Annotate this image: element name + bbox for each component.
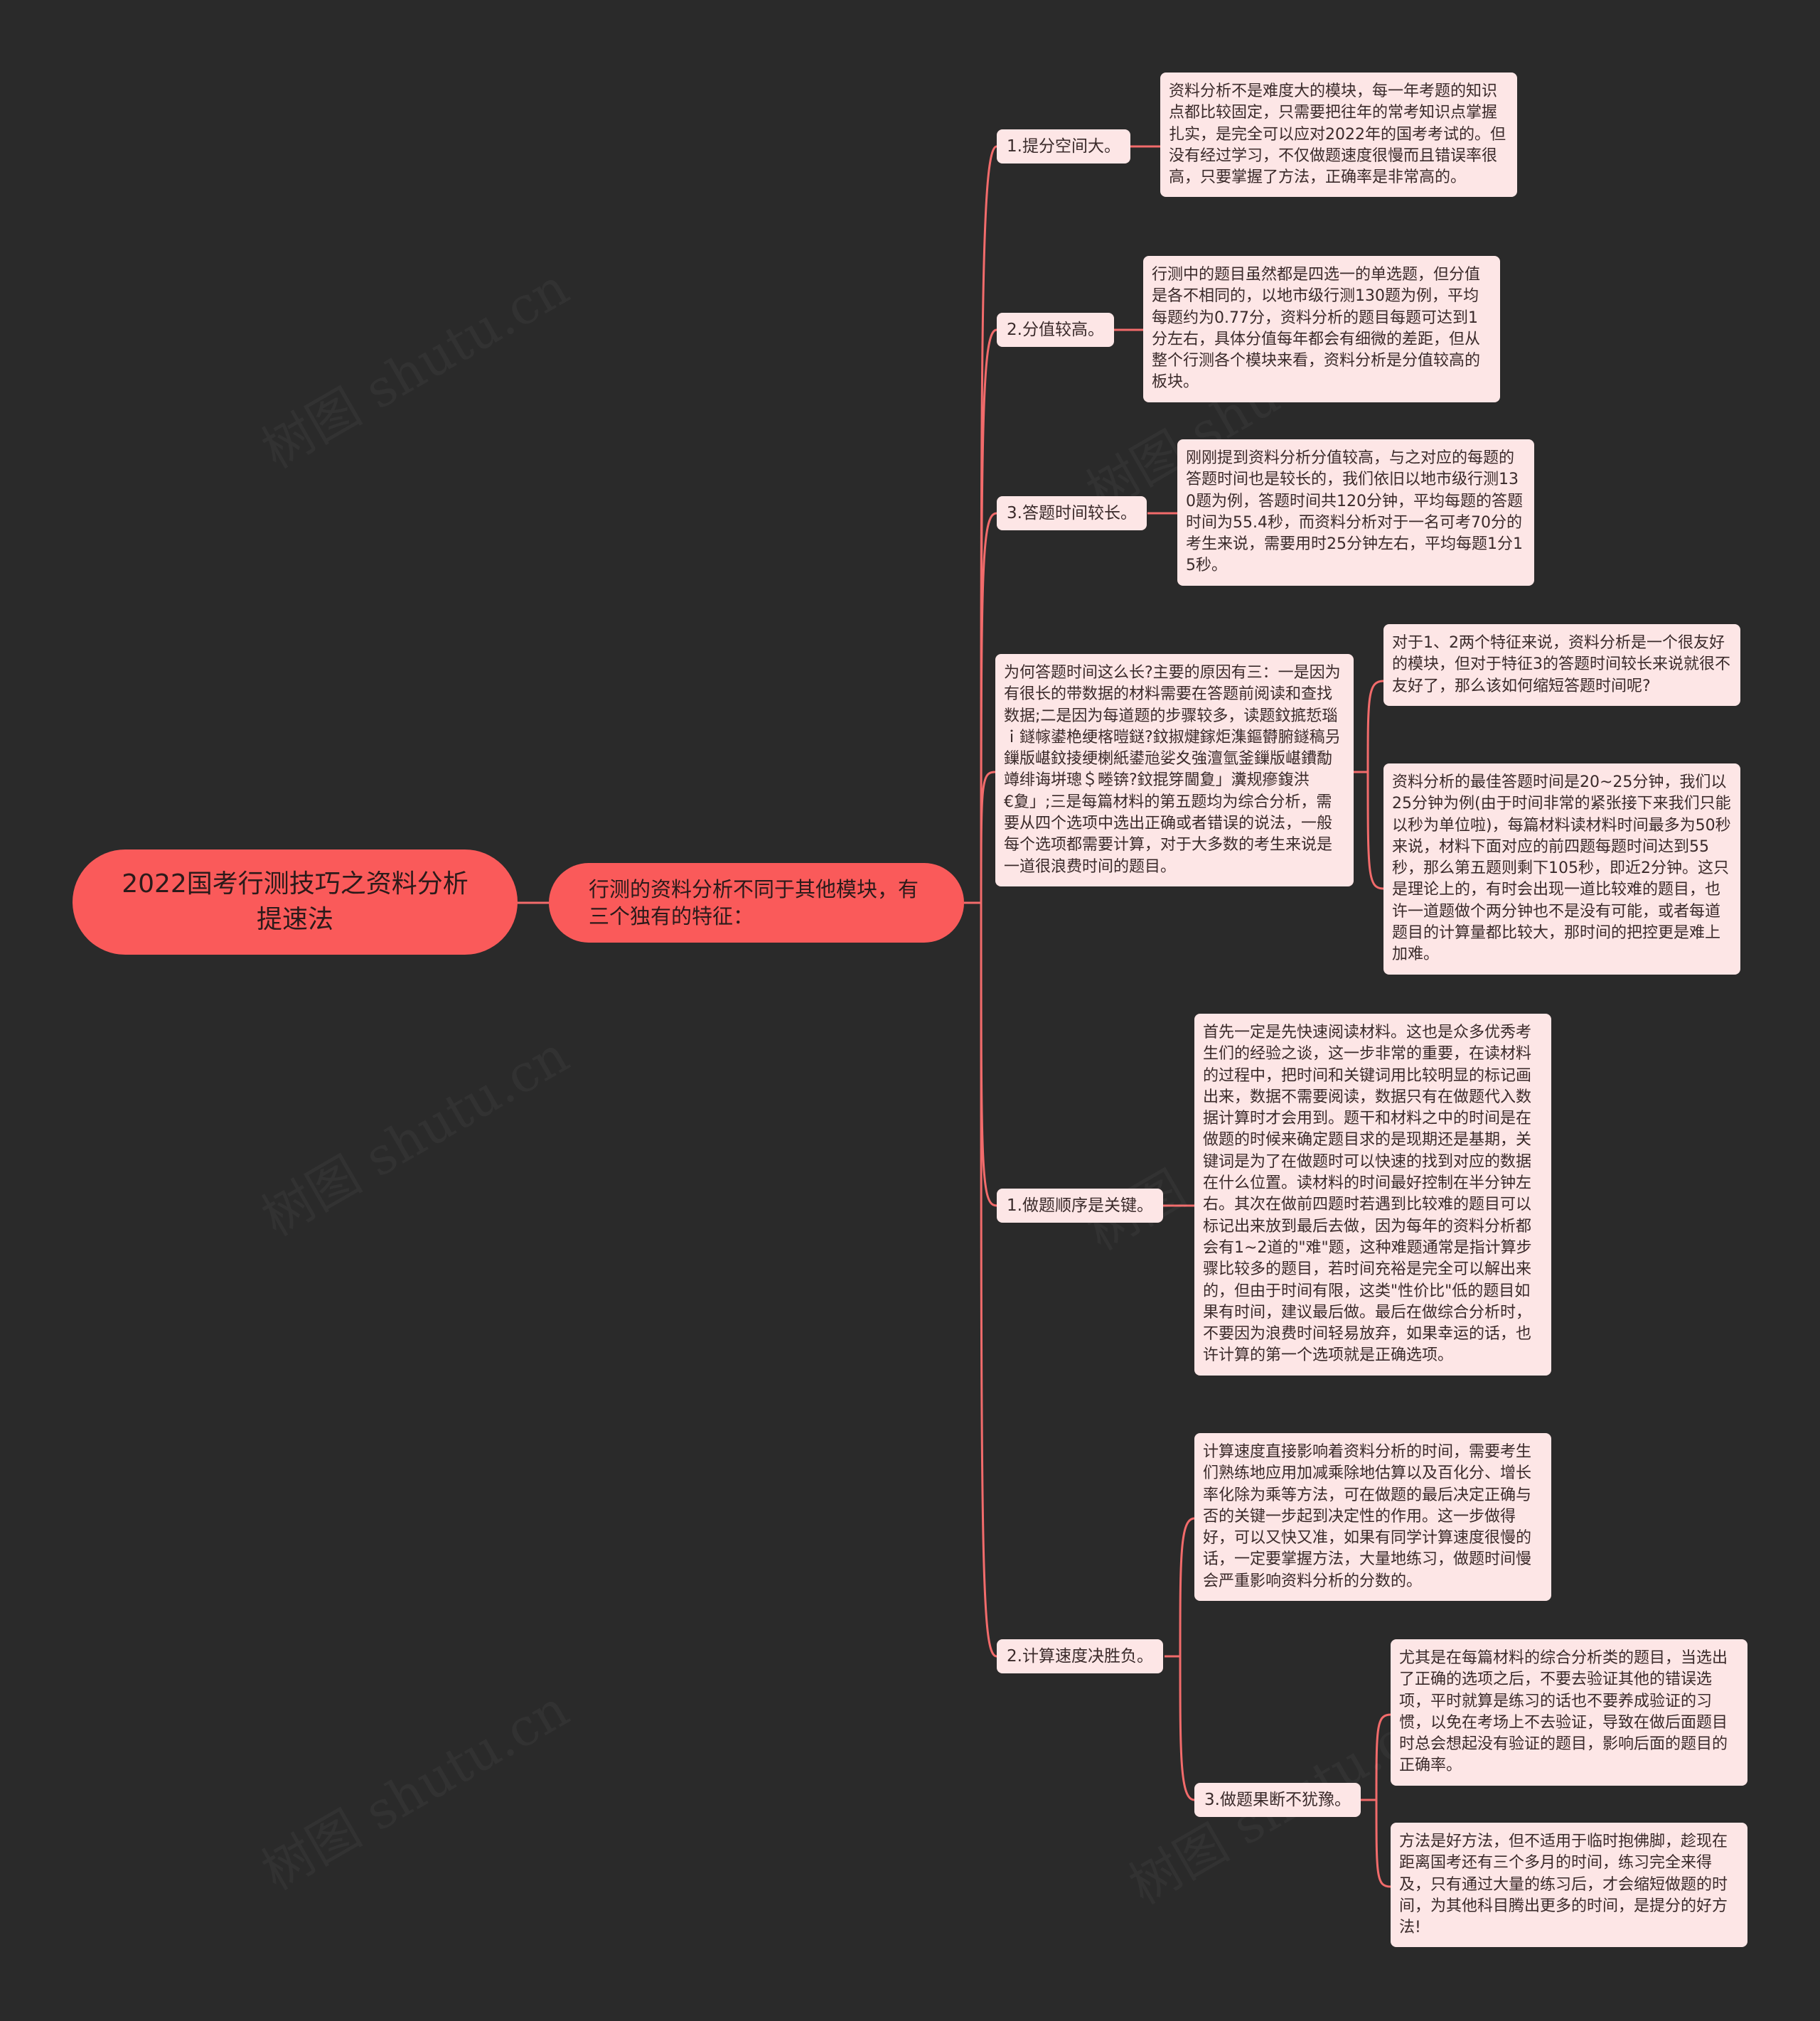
branch-why-long[interactable]: 为何答题时间这么长?主要的原因有三：一是因为有很长的带数据的材料需要在答题前阅读…: [995, 654, 1354, 886]
content-high-value[interactable]: 行测中的题目虽然都是四选一的单选题，但分值是各不相同的，以地市级行测130题为例…: [1143, 256, 1500, 402]
content-long-time[interactable]: 刚刚提到资料分析分值较高，与之对应的每题的答题时间也是较长的，我们依旧以地市级行…: [1177, 439, 1534, 586]
content-how-shorten[interactable]: 对于1、2两个特征来说，资料分析是一个很友好的模块，但对于特征3的答题时间较长来…: [1383, 624, 1740, 706]
content-order-key[interactable]: 首先一定是先快速阅读材料。这也是众多优秀考生们的经验之谈，这一步非常的重要，在读…: [1194, 1014, 1551, 1376]
branch-order-key[interactable]: 1.做题顺序是关键。: [997, 1189, 1163, 1223]
content-best-time[interactable]: 资料分析的最佳答题时间是20~25分钟，我们以25分钟为例(由于时间非常的紧张接…: [1383, 763, 1740, 975]
branch-high-value[interactable]: 2.分值较高。: [997, 313, 1114, 347]
branch-decisive[interactable]: 3.做题果断不犹豫。: [1194, 1783, 1361, 1817]
content-decisive-b[interactable]: 方法是好方法，但不适用于临时抱佛脚，趁现在距离国考还有三个多月的时间，练习完全来…: [1391, 1823, 1747, 1948]
content-score-space[interactable]: 资料分析不是难度大的模块，每一年考题的知识点都比较固定，只需要把往年的常考知识点…: [1160, 73, 1517, 198]
branch-score-space[interactable]: 1.提分空间大。: [997, 129, 1130, 163]
content-calc-speed[interactable]: 计算速度直接影响着资料分析的时间，需要考生们熟练地应用加减乘除地估算以及百化分、…: [1194, 1433, 1551, 1602]
root-topic[interactable]: 2022国考行测技巧之资料分析提速法: [73, 849, 518, 955]
branch-long-time[interactable]: 3.答题时间较长。: [997, 496, 1147, 530]
main-topic[interactable]: 行测的资料分析不同于其他模块，有三个独有的特征：: [549, 863, 964, 943]
content-decisive-a[interactable]: 尤其是在每篇材料的综合分析类的题目，当选出了正确的选项之后，不要去验证其他的错误…: [1391, 1639, 1747, 1786]
branch-calc-speed[interactable]: 2.计算速度决胜负。: [997, 1639, 1163, 1673]
